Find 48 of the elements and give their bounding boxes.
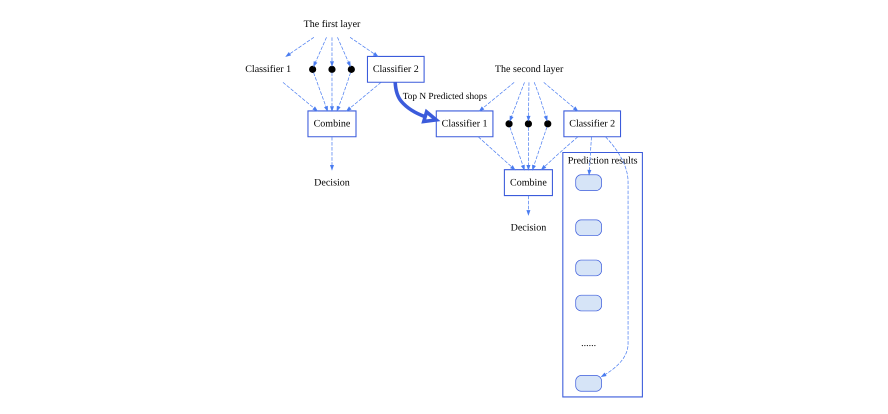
arrow [285, 36, 314, 57]
node-circle [505, 120, 513, 128]
arrow [510, 82, 525, 122]
arrow [282, 82, 318, 112]
arrow [526, 126, 530, 171]
arrow [510, 126, 525, 171]
arrow [587, 136, 592, 176]
arrow [393, 82, 440, 124]
node-circle [309, 66, 316, 73]
node-text: ...... [581, 338, 596, 349]
node-box: Combine [307, 110, 357, 138]
arrow [330, 72, 334, 112]
node-box: Classifier 2 [563, 110, 622, 138]
node-text: Classifier 1 [245, 64, 292, 76]
arrow [313, 36, 327, 68]
arrow [337, 36, 351, 68]
node-text: Decision [510, 222, 546, 234]
node-text: The first layer [304, 18, 360, 30]
arrow [600, 136, 628, 378]
arrow [543, 82, 578, 112]
arrow [330, 36, 334, 67]
arrow [532, 126, 548, 171]
node-box [575, 375, 602, 392]
node-box: Classifier 1 [436, 110, 494, 138]
node-box [575, 294, 602, 312]
arrow [350, 36, 379, 57]
arrow [534, 82, 548, 122]
arrow [478, 136, 516, 170]
node-circle [544, 120, 552, 128]
node-box [575, 220, 602, 236]
node-box [575, 260, 602, 276]
node-circle [524, 120, 532, 128]
arrow [336, 72, 351, 112]
node-text: Decision [314, 177, 350, 188]
node-text: The second layer [494, 64, 564, 76]
node-box [575, 174, 602, 191]
node-circle [348, 66, 355, 73]
node-box: Classifier 2 [366, 56, 425, 83]
arrow [313, 72, 328, 112]
arrow [540, 136, 578, 170]
edge-label: Top N Predicted shops [402, 92, 488, 102]
node-box: Combine [504, 169, 553, 196]
node-circle [328, 66, 336, 73]
arrow [330, 136, 334, 171]
arrow [526, 82, 531, 122]
arrow [346, 82, 382, 112]
arrow [478, 82, 515, 112]
arrow [526, 195, 530, 216]
